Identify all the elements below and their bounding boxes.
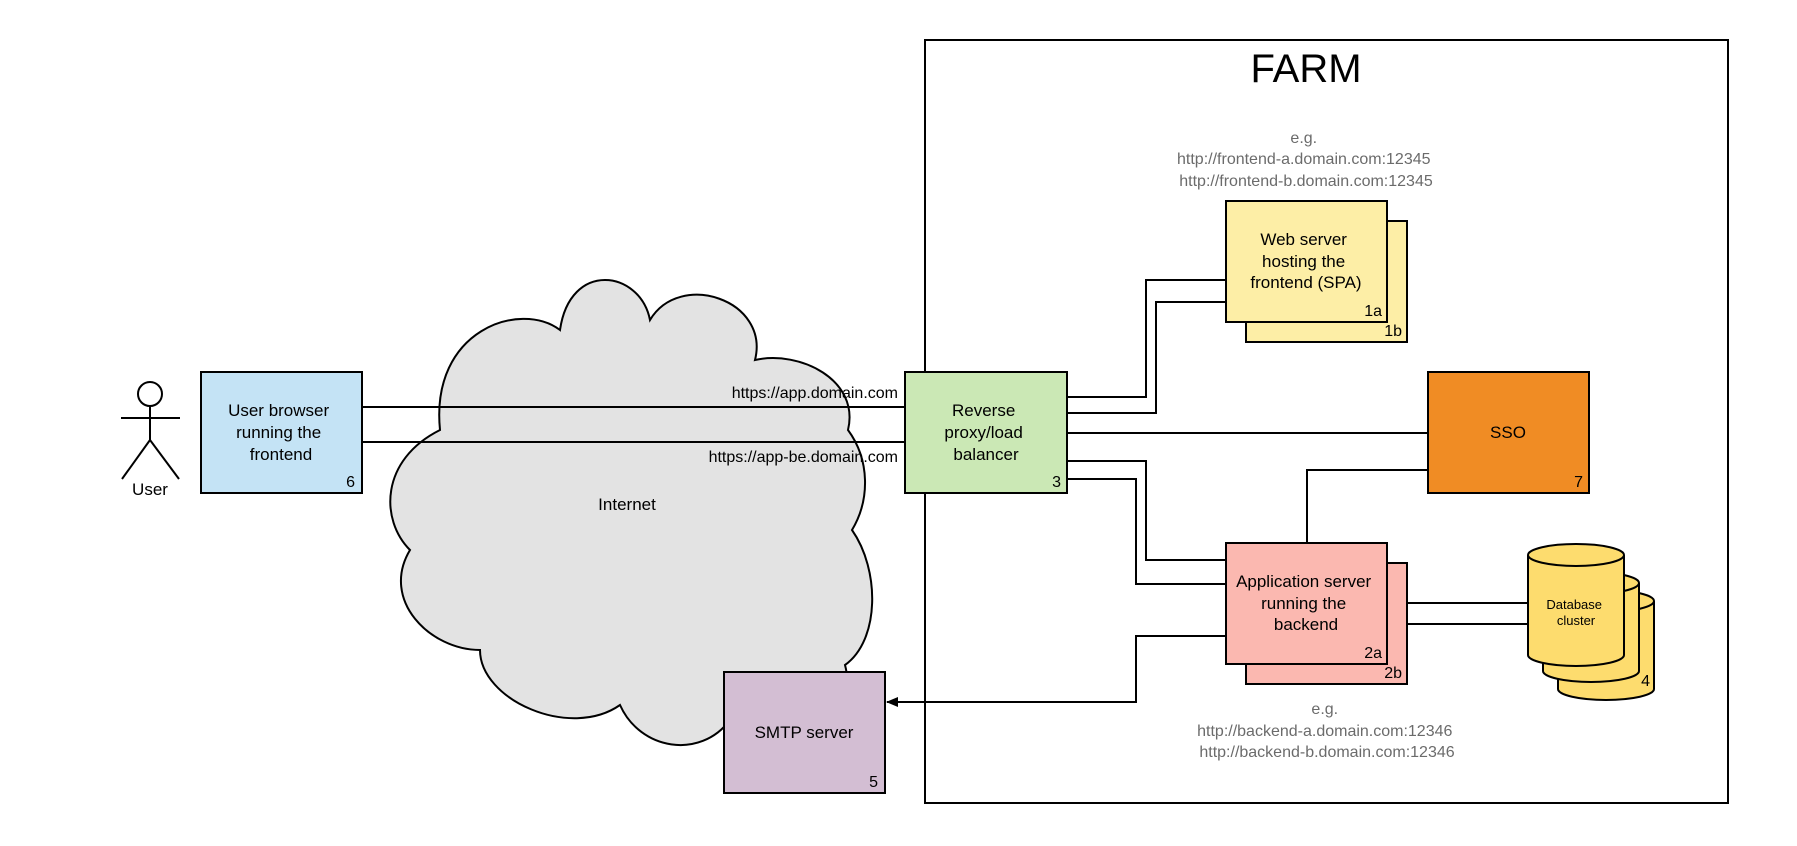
user-icon xyxy=(121,381,180,480)
webserver-node: 1b Web server hosting the frontend (SPA)… xyxy=(1225,200,1408,343)
database-node: Database cluster 4 xyxy=(1527,543,1655,701)
proxy-box xyxy=(904,371,1068,494)
database-cylinder-1 xyxy=(1527,543,1625,667)
appserver-text-line-2: running the xyxy=(1261,594,1346,613)
smtp-node: SMTP server 5 xyxy=(723,671,886,794)
smtp-box xyxy=(723,671,886,794)
sso-number: 7 xyxy=(1574,474,1583,491)
appserver-number-a: 2a xyxy=(1364,645,1382,662)
proxy-text-line-2: proxy/load xyxy=(944,423,1022,442)
backend-note-line-2: http://backend-a.domain.com:12346 xyxy=(1197,723,1452,740)
appserver-text-line-1: Application server xyxy=(1236,572,1371,591)
proxy-to-appserver-line-b xyxy=(1067,478,1226,585)
smtp-number: 5 xyxy=(869,774,878,791)
user-label: User xyxy=(132,480,168,499)
webserver-text-line-2: hosting the xyxy=(1262,252,1345,271)
svg-text:Application server runni: Application server running the backend xyxy=(1236,572,1376,634)
database-text-line-2: cluster xyxy=(1557,613,1596,628)
browser-number: 6 xyxy=(346,474,355,491)
frontend-note-line-1: e.g. xyxy=(1290,130,1317,147)
frontend-note-line-3: http://frontend-b.domain.com:12345 xyxy=(1179,173,1433,190)
proxy-text-line-1: Reverse xyxy=(952,401,1015,420)
frontend-url-label: https://app.domain.com xyxy=(732,385,898,402)
webserver-text-line-1: Web server xyxy=(1260,230,1347,249)
smtp-label: SMTP server xyxy=(755,723,854,742)
proxy-number: 3 xyxy=(1052,474,1061,491)
frontend-example-note: e.g. http://frontend-a.domain.com:12345 … xyxy=(1177,130,1435,190)
appserver-box-a xyxy=(1225,542,1388,665)
appserver-number-b: 2b xyxy=(1384,665,1402,682)
sso-box xyxy=(1427,371,1590,494)
sso-node: SSO 7 xyxy=(1427,371,1590,494)
sso-label: SSO xyxy=(1490,423,1526,442)
database-number: 4 xyxy=(1641,673,1650,690)
backend-example-note: e.g. http://backend-a.domain.com:12346 h… xyxy=(1197,701,1457,761)
appserver-to-smtp-arrow xyxy=(886,635,1226,707)
backend-note-line-3: http://backend-b.domain.com:12346 xyxy=(1199,744,1454,761)
webserver-number-a: 1a xyxy=(1364,303,1382,320)
svg-text:Database cluster: Database cluster xyxy=(1546,597,1605,628)
proxy-text-line-3: balancer xyxy=(953,445,1019,464)
connection-lines xyxy=(362,279,1528,707)
backend-url-label: https://app-be.domain.com xyxy=(709,449,898,466)
svg-text:User browser running the: User browser running the frontend xyxy=(228,401,334,464)
appserver-to-sso-line xyxy=(1306,469,1428,543)
proxy-to-webserver-line-a xyxy=(1067,279,1226,398)
browser-text-line-1: User browser xyxy=(228,401,329,420)
proxy-to-webserver-line-b xyxy=(1067,301,1226,414)
browser-text-line-3: frontend xyxy=(250,445,312,464)
browser-box xyxy=(200,371,363,494)
svg-text:Reverse proxy/load: Reverse proxy/load balancer xyxy=(944,401,1027,464)
frontend-note-line-2: http://frontend-a.domain.com:12345 xyxy=(1177,151,1431,168)
internet-label: Internet xyxy=(598,495,656,514)
farm-title: FARM xyxy=(1250,47,1361,91)
proxy-node: Reverse proxy/load balancer 3 xyxy=(904,371,1068,494)
backend-note-line-1: e.g. xyxy=(1311,701,1338,718)
webserver-box-a xyxy=(1225,200,1388,323)
webserver-text-line-3: frontend (SPA) xyxy=(1250,273,1361,292)
appserver-node: 2b Application server running the backen… xyxy=(1225,542,1408,685)
browser-node: User browser running the frontend 6 xyxy=(200,371,363,494)
internet-cloud xyxy=(389,279,874,746)
proxy-to-appserver-line-a xyxy=(1067,460,1226,561)
webserver-number-b: 1b xyxy=(1384,323,1402,340)
browser-text-line-2: running the xyxy=(236,423,321,442)
database-text-line-1: Database xyxy=(1546,597,1602,612)
appserver-text-line-3: backend xyxy=(1274,615,1338,634)
svg-text:Web server hosting the: Web server hosting the frontend (SPA) xyxy=(1250,230,1361,292)
